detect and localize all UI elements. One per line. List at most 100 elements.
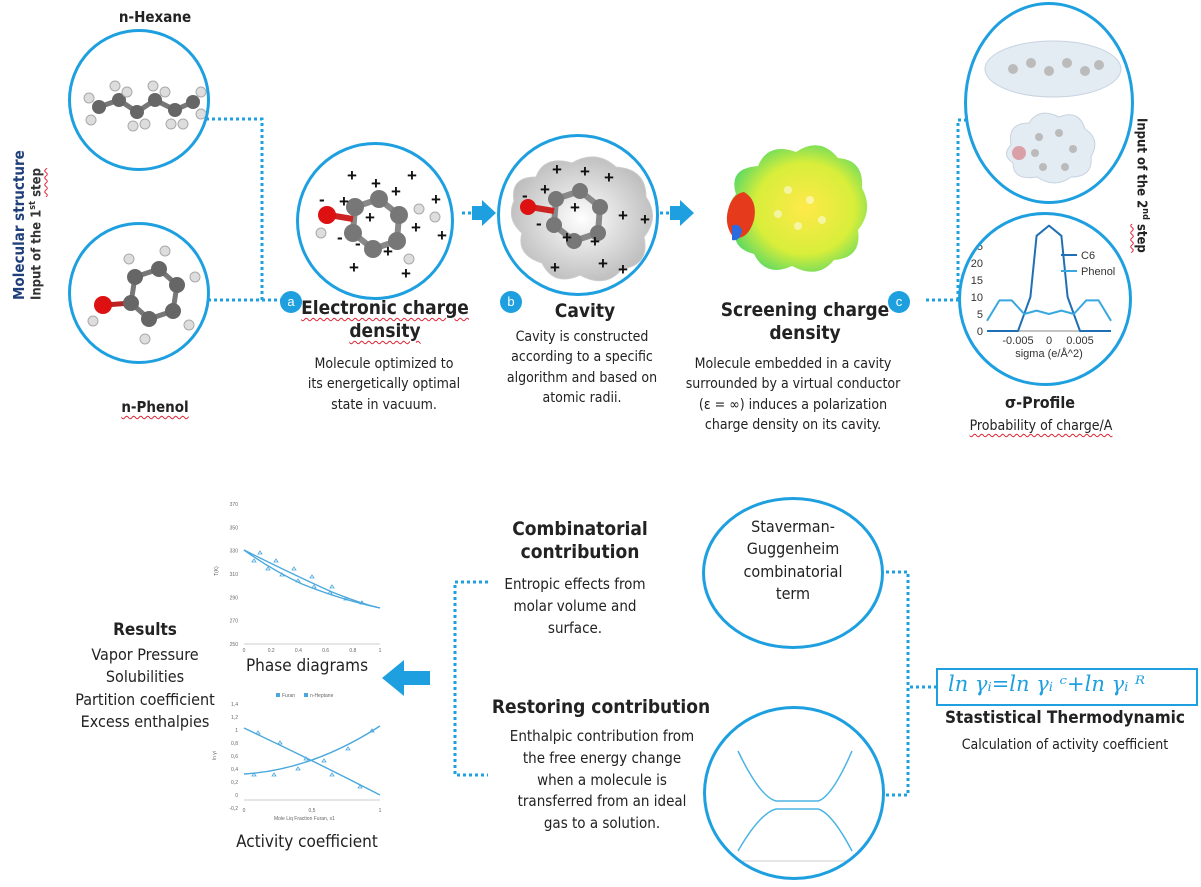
svg-text:+: + [562,228,572,247]
activity-equation: ln γᵢ=ln γᵢ ᶜ+ln γᵢ ᴿ [948,672,1145,696]
step-b-badge: b [500,291,522,313]
y-tick-label: 10 [971,292,983,304]
tick-label: 0.2 [268,648,275,654]
sigma-profile-subtitle: Probability of charge/A [969,418,1113,434]
input-first-step-label: Input of the 1st step [28,168,45,300]
combinatorial-title: Combinatorial contribution [512,518,648,563]
tick-label: 1 [379,648,382,654]
svg-text:-: - [355,234,361,253]
x-tick-label: -0.005 [1002,335,1033,347]
svg-text:n-Heptane: n-Heptane [310,693,334,699]
arrow-right-icon [670,200,694,226]
svg-text:-: - [536,214,542,233]
svg-text:-: - [522,186,528,205]
svg-text:+: + [431,190,441,209]
svg-text:+: + [349,258,359,277]
tick-label: 1 [235,728,238,734]
phenol-molecule-image [87,245,201,345]
activity-coefficient-label: Activity coefficient [236,832,378,852]
hexane-molecule-circle [68,29,210,171]
cavity-title: Cavity [554,300,616,322]
svg-text:+: + [640,210,650,229]
molecular-structure-vertical-labels: Molecular structure Input of the 1st ste… [0,0,44,887]
phenol-molecule-circle [68,222,210,364]
x-tick-label: 0 [1046,335,1052,347]
tick-label: 0,5 [309,808,316,814]
tick-label: 1,4 [231,702,238,708]
cavity-circle: ++++ ++++ ++++ -- [497,134,659,296]
restoring-title: Restoring contribution [491,696,711,718]
results-item: Solubilities [105,667,185,687]
arrow-right-icon [472,200,496,226]
tick-label: 0 [243,808,246,814]
phase-diagrams-label: Phase diagrams [245,656,369,676]
tick-label: 330 [230,549,239,555]
tick-label: 1,2 [231,715,238,721]
tick-label: 370 [230,502,239,508]
y-tick-label: 20 [971,258,983,270]
tick-label: 310 [230,572,239,578]
sigma-surface-image [726,145,868,272]
thermo-desc: Calculation of activity coefficient [961,737,1169,753]
y-tick-label: 0 [977,326,983,338]
series-line-phenol [986,299,1112,322]
svg-text:+: + [540,180,550,199]
svg-text:ln γi: ln γi [212,751,218,760]
svg-text:Mole Liq Fraction Furan, x1: Mole Liq Fraction Furan, x1 [274,816,335,822]
svg-text:+: + [618,206,628,225]
svg-text:+: + [550,258,560,277]
tick-label: 1 [379,808,382,814]
tick-label: 350 [230,525,239,531]
tick-label: 290 [230,595,239,601]
input-second-step-label: Input of the 2nd step [1133,118,1150,253]
cavity-molecule-image: ++++ ++++ ++++ -- [510,156,653,282]
tick-label: 0 [243,648,246,654]
tick-label: 0,6 [231,754,238,760]
structure-bracket [206,117,264,302]
svg-text:+: + [570,198,580,217]
legend-label: C6 [1081,250,1095,262]
tick-label: 270 [230,619,239,625]
electronic-density-title: Electronic charge density [301,297,469,342]
step-c-badge: c [888,291,910,313]
screening-density-title: Screening charge density [720,299,890,344]
restoring-circle [703,706,885,880]
x-axis-label: sigma (e/Å^2) [1015,347,1083,360]
results-title: Results [113,620,177,640]
svg-text:+: + [383,242,393,261]
tick-label: 250 [230,642,239,648]
svg-text:+: + [580,162,590,181]
phenol-label: n-Phenol [121,398,189,416]
svg-text:T(K): T(K) [214,566,220,576]
svg-text:+: + [618,260,628,279]
y-tick-label: 5 [977,309,983,321]
svg-text:-: - [319,190,325,209]
results-item: Vapor Pressure [91,645,199,664]
svg-text:+: + [365,208,375,227]
results-list: Vapor Pressure Solubilities Partition co… [50,644,240,734]
tick-label: 0,4 [231,767,238,773]
equation-box: ln γᵢ=ln γᵢ ᶜ+ln γᵢ ᴿ [936,668,1198,706]
results-block: Results Vapor Pressure Solubilities Part… [50,620,240,734]
cavity-surfaces-image [984,40,1122,184]
svg-text:+: + [347,166,357,185]
x-tick-label: 0.005 [1066,335,1094,347]
svg-text:+: + [401,264,411,283]
svg-text:+: + [604,168,614,187]
svg-text:Furan: Furan [282,693,295,699]
svg-text:+: + [391,182,401,201]
tick-label: 0,2 [231,780,238,786]
